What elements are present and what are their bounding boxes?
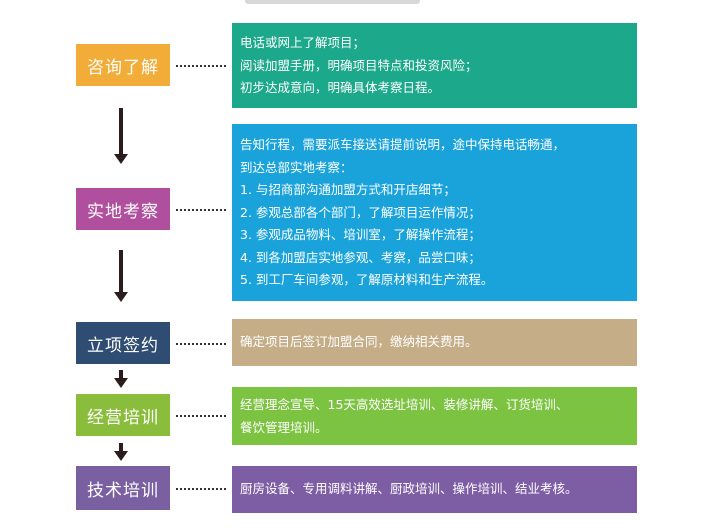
dotted-connector: [176, 209, 226, 211]
step-operation-training-details: 经营理念宣导、15天高效选址培训、装修讲解、订货培训、 餐饮管理培训。: [232, 387, 637, 445]
detail-line: 2. 参观总部各个部门，了解项目运作情况；: [240, 204, 481, 220]
step-sign-label: 立项签约: [76, 322, 170, 364]
detail-line: 厨房设备、专用调料讲解、厨政培训、操作培训、结业考核。: [240, 481, 578, 496]
dotted-connector: [176, 343, 226, 345]
detail-line: 经营理念宣导、15天高效选址培训、装修讲解、订货培训、: [240, 397, 569, 412]
step-tech-training-label: 技术培训: [76, 466, 170, 510]
detail-line: 4. 到各加盟店实地参观、考察，品尝口味；: [240, 249, 481, 265]
step-consult-label: 咨询了解: [76, 44, 170, 86]
step-sign-details: 确定项目后签订加盟合同，缴纳相关费用。: [232, 319, 637, 366]
step-consult-details: 电话或网上了解项目； 阅读加盟手册，明确项目特点和投资风险； 初步达成意向，明确…: [232, 23, 637, 108]
detail-line: 阅读加盟手册，明确项目特点和投资风险；: [240, 57, 478, 73]
dotted-connector: [176, 65, 226, 67]
detail-line: 确定项目后签订加盟合同，缴纳相关费用。: [240, 334, 478, 349]
step-tech-training-details: 厨房设备、专用调料讲解、厨政培训、操作培训、结业考核。: [232, 466, 637, 513]
detail-line: 3. 参观成品物料、培训室，了解操作流程；: [240, 227, 481, 242]
detail-line: 1. 与招商部沟通加盟方式和开店细节；: [240, 182, 456, 197]
dotted-connector: [176, 488, 226, 490]
top-decoration-strip: [245, 0, 420, 4]
detail-line: 5. 到工厂车间参观，了解原材料和生产流程。: [240, 272, 494, 287]
dotted-connector: [176, 415, 226, 417]
detail-line: 电话或网上了解项目；: [240, 35, 366, 50]
detail-line: 初步达成意向，明确具体考察日程。: [240, 80, 441, 95]
step-visit-details: 告知行程，需要派车接送请提前说明，途中保持电话畅通， 到达总部实地考察： 1. …: [232, 124, 637, 301]
step-visit-label: 实地考察: [76, 188, 170, 230]
detail-line: 到达总部实地考察：: [240, 159, 353, 175]
detail-line: 餐饮管理培训。: [240, 419, 328, 435]
step-operation-training-label: 经营培训: [76, 394, 170, 436]
detail-line: 告知行程，需要派车接送请提前说明，途中保持电话畅通，: [240, 137, 566, 152]
